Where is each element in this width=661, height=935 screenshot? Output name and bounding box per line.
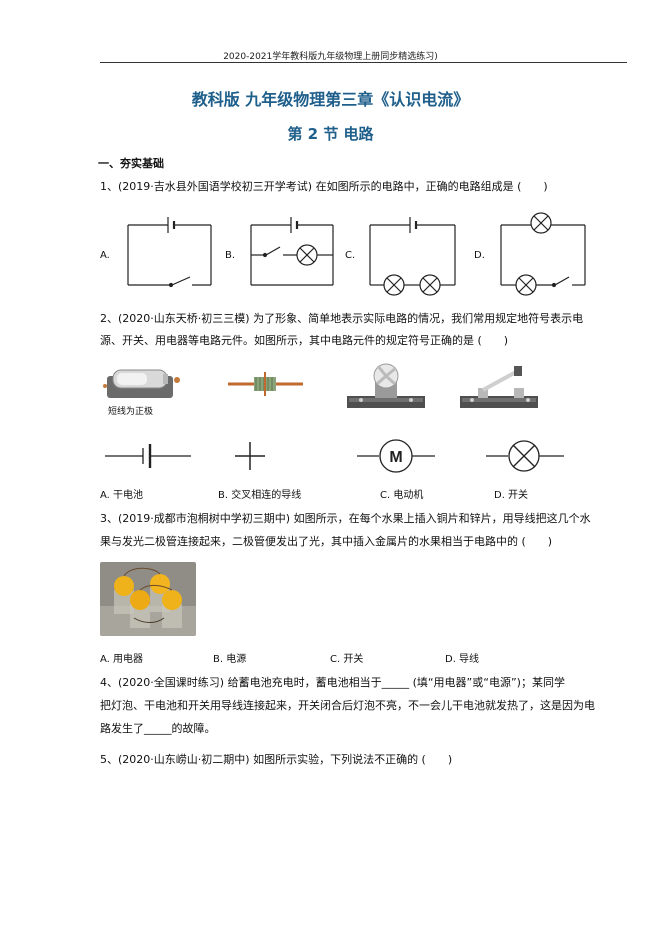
question-1-circuits bbox=[98, 205, 598, 297]
question-3-option-a: A. 用电器 bbox=[100, 654, 144, 665]
option-c-label: C. bbox=[345, 250, 356, 261]
battery-symbol bbox=[103, 440, 193, 472]
page-title: 教科版 九年级物理第三章《认识电流》 bbox=[191, 90, 470, 109]
lamp-symbol bbox=[484, 437, 566, 475]
question-4-line-2: 把灯泡、干电池和开关用导线连接起来，开关闭合后灯泡不亮，不一会儿干电池就发热了，… bbox=[100, 699, 595, 712]
question-4-line-1: 4、(2020·全国课时练习) 给蓄电池充电时，蓄电池相当于_____ (填“用… bbox=[100, 676, 565, 689]
question-3-option-d: D. 导线 bbox=[445, 654, 480, 665]
option-b-label: B. bbox=[225, 250, 236, 261]
section-heading: 一、夯实基础 bbox=[98, 157, 164, 170]
question-3-line-2: 果与发光二极管连接起来，二极管便发出了光，其中插入金属片的水果相当于电路中的 (… bbox=[100, 535, 553, 548]
question-2-line-2: 源、开关、用电器等电路元件。如图所示，其中电路元件的规定符号正确的是 ( ) bbox=[100, 334, 509, 347]
option-d-label: D. bbox=[474, 250, 485, 261]
question-2-option-b: B. 交叉相连的导线 bbox=[218, 490, 302, 501]
question-5-text: 5、(2020·山东崂山·初二期中) 如图所示实验，下列说法不正确的 ( ) bbox=[100, 753, 453, 766]
question-3-option-c: C. 开关 bbox=[330, 654, 364, 665]
crossed-wires-symbol bbox=[233, 440, 267, 472]
battery-caption: 短线为正极 bbox=[108, 407, 154, 417]
fruit-battery-photo bbox=[100, 562, 196, 636]
question-2-option-c: C. 电动机 bbox=[380, 490, 424, 501]
electric-motor-picture bbox=[347, 362, 425, 408]
header-divider bbox=[100, 62, 627, 63]
question-3-option-b: B. 电源 bbox=[213, 654, 247, 665]
circuit-c-diagram bbox=[370, 217, 455, 295]
circuit-a-diagram bbox=[128, 217, 211, 287]
knife-switch-picture bbox=[460, 366, 538, 408]
battery-holder-picture bbox=[103, 362, 180, 398]
circuit-b-diagram bbox=[251, 217, 333, 285]
question-2-line-1: 2、(2020·山东天桥·初三三模) 为了形象、简单地表示实际电路的情况，我们常… bbox=[100, 312, 584, 325]
question-4-line-3: 路发生了_____的故障。 bbox=[100, 722, 216, 735]
motor-symbol: M bbox=[355, 437, 437, 475]
section-subtitle: 第 2 节 电路 bbox=[287, 125, 374, 143]
running-header: 2020-2021学年教科版九年级物理上册同步精选练习) bbox=[223, 52, 438, 62]
question-3-line-1: 3、(2019·成都市泡桐树中学初三期中) 如图所示，在每个水果上插入铜片和锌片… bbox=[100, 512, 591, 525]
question-2-option-d: D. 开关 bbox=[494, 490, 529, 501]
circuit-d-diagram bbox=[501, 213, 585, 295]
question-1-text: 1、(2019·吉水县外国语学校初三开学考试) 在如图所示的电路中，正确的电路组… bbox=[100, 180, 548, 193]
crossed-wires-picture bbox=[228, 372, 303, 396]
motor-symbol-letter: M bbox=[389, 449, 402, 466]
option-a-label: A. bbox=[100, 250, 110, 261]
question-2-option-a: A. 干电池 bbox=[100, 490, 144, 501]
